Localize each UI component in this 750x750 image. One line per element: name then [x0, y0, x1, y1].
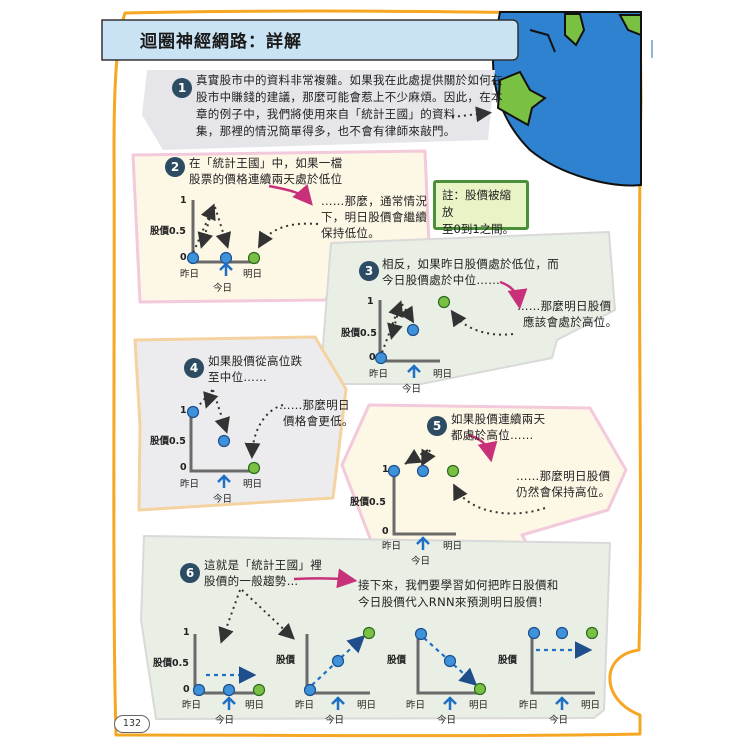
step-3-result-2: 應該會處於高位。: [523, 315, 618, 329]
step-4-line-2: 至中位……: [208, 370, 267, 384]
chart-5-x-tomorrow: 明日: [443, 541, 463, 552]
chart-6a-tick-1: 1: [183, 627, 190, 638]
step-2-line-1: 在「統計王國」中，如果一檔: [189, 156, 343, 170]
chart-6a-tick-0: 0: [183, 684, 190, 695]
step-3-result-1: ……那麼明日股價: [517, 299, 612, 313]
step-badge-6: 6: [180, 563, 200, 583]
chart-6b-y-label: 股價: [276, 655, 296, 666]
chart-3-tick-0: 0: [369, 352, 376, 363]
chart-6b-x-today: 今日: [325, 715, 345, 726]
step-5-line-1: 如果股價連續兩天: [451, 412, 546, 426]
chart-6a: [192, 634, 266, 710]
step-1-line-3: 章的例子中，我們將使用來自「統計王國」的資料: [196, 107, 456, 121]
panel-5-bg: [340, 403, 628, 569]
chart-6d-x-tomorrow: 明日: [581, 700, 601, 711]
chart-3-x-tomorrow: 明日: [433, 369, 453, 380]
chart-6a-x-today: 今日: [215, 715, 235, 726]
chart-6c-x-tomorrow: 明日: [469, 700, 489, 711]
step-2-result-2: 下，明日股價會繼續: [321, 210, 428, 224]
chart-5-x-yesterday: 昨日: [382, 541, 402, 552]
panel-4-bg: [133, 335, 348, 512]
chart-4-tick-0: 0: [180, 462, 187, 473]
chart-5-y-label: 股價0.5: [350, 497, 386, 508]
chart-6b: [303, 626, 376, 710]
step-6-line-2: 股價的一般趨勢…: [204, 574, 299, 588]
step-6-result-1: 接下來，我們要學習如何把昨日股價和: [358, 578, 559, 592]
chart-5-tick-1: 1: [382, 464, 389, 475]
step-1-line-1: 真實股市中的資料非常複雜。如果我在此處提供關於如何在: [196, 73, 503, 87]
step-2-result-1: ……那麼，通常情況: [321, 194, 428, 208]
scaling-note: 註：股價被縮放 至0到1之間。: [433, 180, 529, 236]
chart-6d-x-yesterday: 昨日: [519, 700, 539, 711]
step-5-result-1: ……那麼明日股價: [516, 469, 611, 483]
chart-6b-x-tomorrow: 明日: [357, 700, 377, 711]
step-3-line-2: 今日股價處於中位……: [382, 273, 500, 287]
step-2-line-2: 股票的價格連續兩天處於低位: [189, 172, 343, 186]
step-badge-2: 2: [165, 157, 185, 177]
chart-2-y-label: 股價0.5: [150, 226, 186, 237]
step-badge-4: 4: [184, 358, 204, 378]
chart-6d-x-today: 今日: [549, 715, 569, 726]
step-2-result-3: 保持低位。: [321, 226, 380, 240]
chart-2-x-tomorrow: 明日: [243, 269, 263, 280]
chart-4-y-label: 股價0.5: [150, 436, 186, 447]
chart-5-tick-0: 0: [382, 526, 389, 537]
panel-6-bg: [140, 535, 611, 720]
step-badge-5: 5: [427, 416, 447, 436]
chart-3: [374, 280, 528, 378]
chart-6a-y-label: 股價0.5: [153, 658, 189, 669]
chart-6a-x-yesterday: 昨日: [182, 700, 202, 711]
step-4-result-1: ……那麼明日: [279, 398, 350, 412]
step-1-line-4: 集，那裡的情況簡單得多，也不會有律師來敲門。: [196, 124, 456, 138]
step-4-line-1: 如果股價從高位跌: [208, 354, 303, 368]
chart-4-x-tomorrow: 明日: [243, 479, 263, 490]
chart-3-x-today: 今日: [402, 384, 422, 395]
chart-4-tick-1: 1: [180, 405, 187, 416]
chart-2: [186, 184, 319, 276]
title-bar: [101, 19, 519, 61]
step-badge-1: 1: [172, 78, 192, 98]
chart-6c-x-yesterday: 昨日: [406, 700, 426, 711]
chart-2-x-today: 今日: [213, 283, 233, 294]
chart-3-tick-1: 1: [367, 296, 374, 307]
step-1-line-2: 股市中賺錢的建議，那麼可能會惹上不少麻煩。因此，在本: [196, 90, 503, 104]
chart-4-x-yesterday: 昨日: [180, 479, 200, 490]
page-number: 132: [114, 715, 150, 733]
chart-4-x-today: 今日: [213, 494, 233, 505]
step-6-result-2: 今日股價代入RNN來預測明日股價！: [358, 595, 550, 609]
chart-6d: [527, 626, 599, 710]
note-line-2: 至0到1之間。: [442, 222, 515, 236]
chart-6d-y-label: 股價: [498, 655, 518, 666]
chart-6c-y-label: 股價: [387, 655, 407, 666]
chart-6c: [414, 627, 487, 710]
page-title: 迴圈神經網路：詳解: [140, 32, 302, 52]
step-4-result-2: 價格會更低。: [283, 414, 354, 428]
step-badge-3: 3: [359, 261, 379, 281]
chart-2-x-yesterday: 昨日: [180, 269, 200, 280]
step-6-line-1: 這就是「統計王國」裡: [204, 558, 322, 572]
chart-6b-x-yesterday: 昨日: [295, 700, 315, 711]
step-5-line-2: 都處於高位……: [451, 428, 534, 442]
panel-1-bg: [142, 70, 495, 150]
chart-5-x-today: 今日: [411, 556, 431, 567]
chart-2-tick-0: 0: [180, 252, 187, 263]
chart-2-tick-1: 1: [180, 195, 187, 206]
step-5-result-2: 仍然會保持高位。: [516, 485, 611, 499]
chart-5: [387, 433, 546, 550]
chart-6a-x-tomorrow: 明日: [245, 700, 265, 711]
chart-3-y-label: 股價0.5: [341, 328, 377, 339]
chart-6c-x-today: 今日: [437, 715, 457, 726]
chart-3-x-yesterday: 昨日: [369, 369, 389, 380]
note-line-1: 註：股價被縮放: [442, 188, 511, 219]
step-3-line-1: 相反，如果昨日股價處於低位，而: [382, 257, 559, 271]
chart-4: [186, 389, 284, 488]
